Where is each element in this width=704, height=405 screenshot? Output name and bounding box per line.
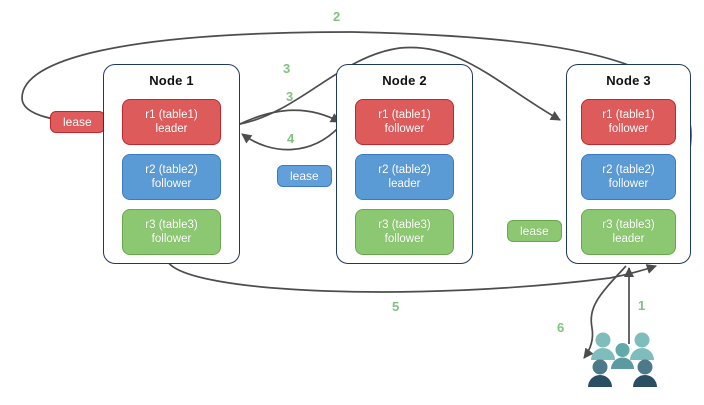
edge-label-3-upper: 3 [283,61,291,76]
node-container-node-3[interactable]: Node 3 r1 (table1) follower r2 (table2) … [566,64,691,264]
node-title: Node 3 [606,73,651,88]
people-group-icon [588,332,657,387]
replica-node2-r1[interactable]: r1 (table1) follower [355,99,454,145]
replica-name: r3 (table3) [378,219,431,231]
replica-role: follower [608,178,649,190]
replica-role: follower [384,233,425,245]
edge-5-path [167,261,657,293]
replica-node1-r2[interactable]: r2 (table2) follower [122,154,221,200]
edge-label-3-lower: 3 [286,89,294,104]
replica-role: leader [388,178,421,190]
replica-node2-r3[interactable]: r3 (table3) follower [355,209,454,255]
replica-node3-r2[interactable]: r2 (table2) follower [581,154,676,200]
replica-name: r1 (table1) [602,109,655,121]
replica-name: r1 (table1) [378,109,431,121]
node-title: Node 2 [382,73,427,88]
edge-label-5: 5 [392,299,400,314]
lease-chip-r1[interactable]: lease [50,111,105,133]
replica-node1-r3[interactable]: r3 (table3) follower [122,209,221,255]
lease-label: lease [290,169,319,183]
replica-name: r2 (table2) [602,164,655,176]
replica-node2-r2[interactable]: r2 (table2) leader [355,154,454,200]
replica-role: leader [155,123,188,135]
node-title: Node 1 [149,73,194,88]
replica-role: follower [151,178,192,190]
replica-node3-r1[interactable]: r1 (table1) follower [581,99,676,145]
replica-name: r2 (table2) [145,164,198,176]
lease-label: lease [520,224,549,238]
replica-name: r2 (table2) [378,164,431,176]
node-container-node-1[interactable]: Node 1 r1 (table1) leader r2 (table2) fo… [103,64,240,264]
replica-role: leader [612,233,645,245]
replica-name: r3 (table3) [602,219,655,231]
edge-label-1: 1 [638,298,646,313]
edge-label-2: 2 [333,9,341,24]
edge-label-6: 6 [557,320,565,335]
lease-label: lease [63,115,92,129]
replica-node3-r3[interactable]: r3 (table3) leader [581,209,676,255]
lease-chip-r2[interactable]: lease [277,165,332,187]
replica-role: follower [384,123,425,135]
replica-node1-r1[interactable]: r1 (table1) leader [122,99,221,145]
replica-role: follower [151,233,192,245]
edge-label-4: 4 [287,131,295,146]
replica-name: r1 (table1) [145,109,198,121]
replica-name: r3 (table3) [145,219,198,231]
node-container-node-2[interactable]: Node 2 r1 (table1) follower r2 (table2) … [336,64,473,264]
edge-3-lower-path [239,109,341,125]
replica-role: follower [608,123,649,135]
lease-chip-r3[interactable]: lease [507,220,562,242]
